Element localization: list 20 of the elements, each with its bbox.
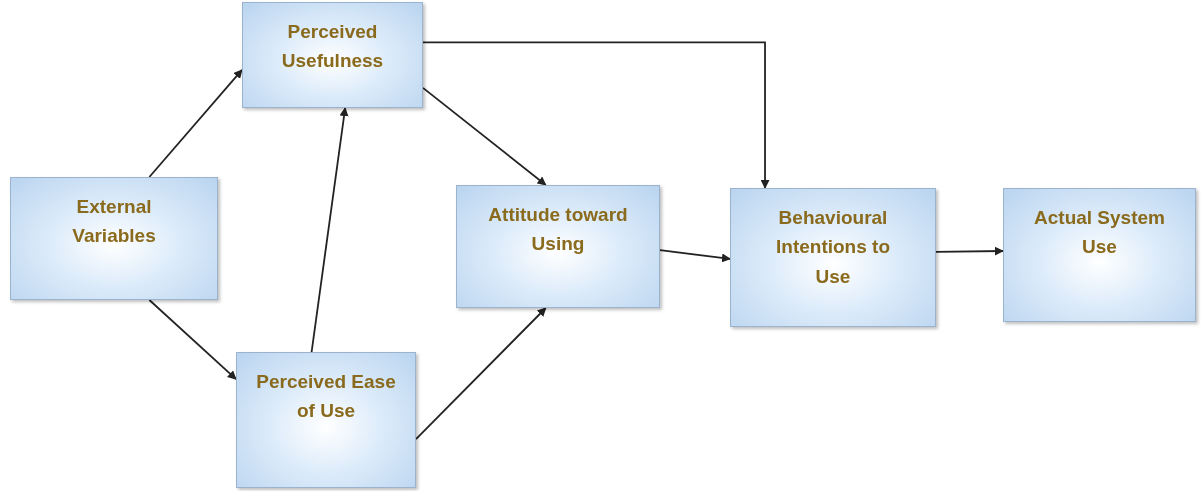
arrow — [659, 249, 731, 263]
construct-label: External Variables — [71, 195, 157, 249]
arrow — [415, 307, 547, 440]
construct-box — [456, 185, 660, 308]
arrow — [935, 246, 1004, 256]
construct-label: Behavioural Intentions to Use — [775, 206, 891, 289]
construct-label: Actual System Use — [1033, 206, 1166, 260]
arrow — [148, 68, 243, 178]
construct-label: Attitude toward Using — [487, 203, 629, 257]
construct-box — [1003, 188, 1196, 322]
construct-label: Perceived Ease of Use — [255, 370, 397, 424]
construct-box — [242, 2, 423, 108]
construct-box — [730, 188, 936, 327]
arrow — [422, 41, 770, 189]
arrow — [148, 299, 237, 381]
construct-label: Perceived Usefulness — [280, 20, 385, 74]
arrow — [310, 107, 349, 353]
arrow — [422, 86, 547, 186]
construct-box — [236, 352, 416, 488]
construct-box — [10, 177, 218, 300]
